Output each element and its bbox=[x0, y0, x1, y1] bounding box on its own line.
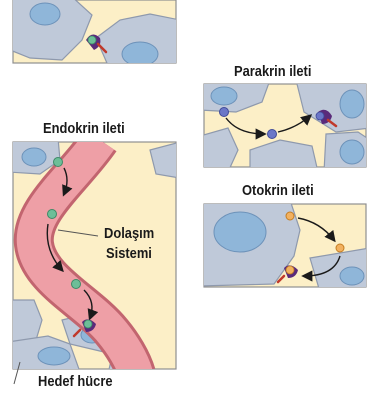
contact-nucleus-right bbox=[122, 42, 158, 66]
paracrine-title: Parakrin ileti bbox=[234, 63, 311, 80]
autocrine-title: Otokrin ileti bbox=[242, 182, 314, 199]
dolasim-label-line1: Dolaşım bbox=[104, 225, 154, 242]
paracrine-ligand-bound bbox=[316, 112, 324, 120]
paracrine-nucleus-2 bbox=[340, 90, 364, 118]
endocrine-nucleus-source bbox=[22, 148, 46, 166]
hormone-in-vessel-2 bbox=[72, 280, 81, 289]
hormone-in-vessel-1 bbox=[48, 210, 57, 219]
endocrine-title: Endokrin ileti bbox=[43, 120, 125, 137]
target-cell-label: Hedef hücre bbox=[38, 373, 113, 390]
endocrine-panel bbox=[8, 138, 180, 384]
endocrine-nucleus-left bbox=[38, 347, 70, 365]
dolasim-label-line2: Sistemi bbox=[106, 245, 152, 262]
autocrine-ligand-mid bbox=[336, 244, 344, 252]
autocrine-ligand-source bbox=[286, 212, 294, 220]
contact-nucleus-left bbox=[30, 3, 60, 25]
autocrine-nucleus bbox=[214, 212, 266, 252]
autocrine-ligand-bound bbox=[286, 266, 294, 274]
paracrine-nucleus-1 bbox=[211, 87, 237, 105]
contact-signaling-panel bbox=[5, 0, 182, 70]
hormone-bound bbox=[84, 320, 92, 328]
paracrine-nucleus-3 bbox=[340, 140, 364, 164]
autocrine-panel bbox=[200, 200, 370, 292]
paracrine-ligand-mid bbox=[268, 130, 277, 139]
paracrine-panel bbox=[200, 80, 370, 172]
contact-ligand bbox=[88, 36, 96, 44]
autocrine-nucleus-right bbox=[340, 267, 364, 285]
hormone-source bbox=[54, 158, 63, 167]
endocrine-cell-left-1 bbox=[8, 300, 42, 342]
paracrine-ligand-source bbox=[220, 108, 229, 117]
